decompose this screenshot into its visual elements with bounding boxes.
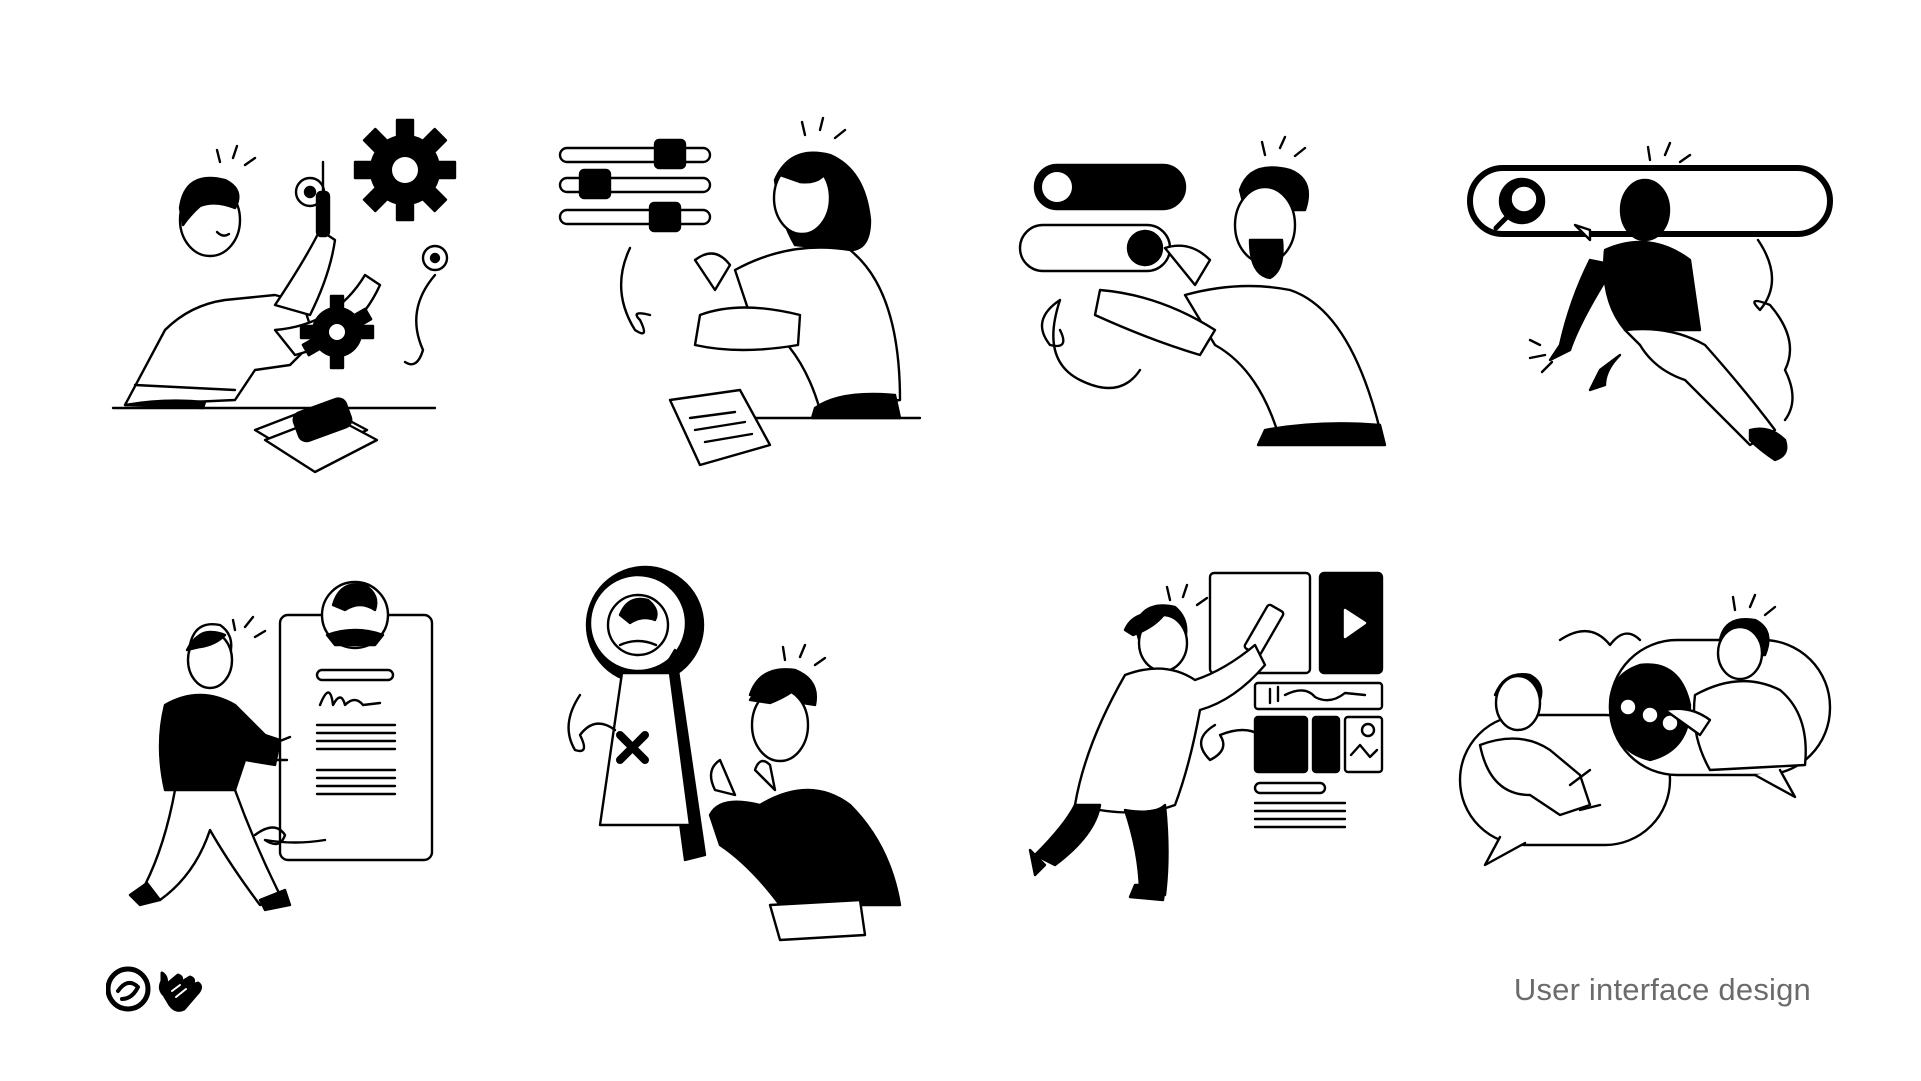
adjust-sliders-illustration (540, 100, 960, 480)
brand-logo-icon (108, 969, 148, 1009)
user-profile-card-illustration (105, 565, 525, 945)
settings-gears-illustration (105, 100, 525, 480)
toggle-switches-illustration (1000, 100, 1420, 480)
media-layout-illustration (1015, 565, 1435, 945)
search-bar-illustration (1440, 100, 1860, 480)
access-denied-keyhole-illustration (560, 565, 980, 945)
brand-logos (106, 965, 216, 1015)
chat-bubbles-illustration (1450, 565, 1870, 945)
hand-wave-logo-icon (160, 973, 200, 1010)
page-caption: User interface design (1513, 972, 1811, 1007)
